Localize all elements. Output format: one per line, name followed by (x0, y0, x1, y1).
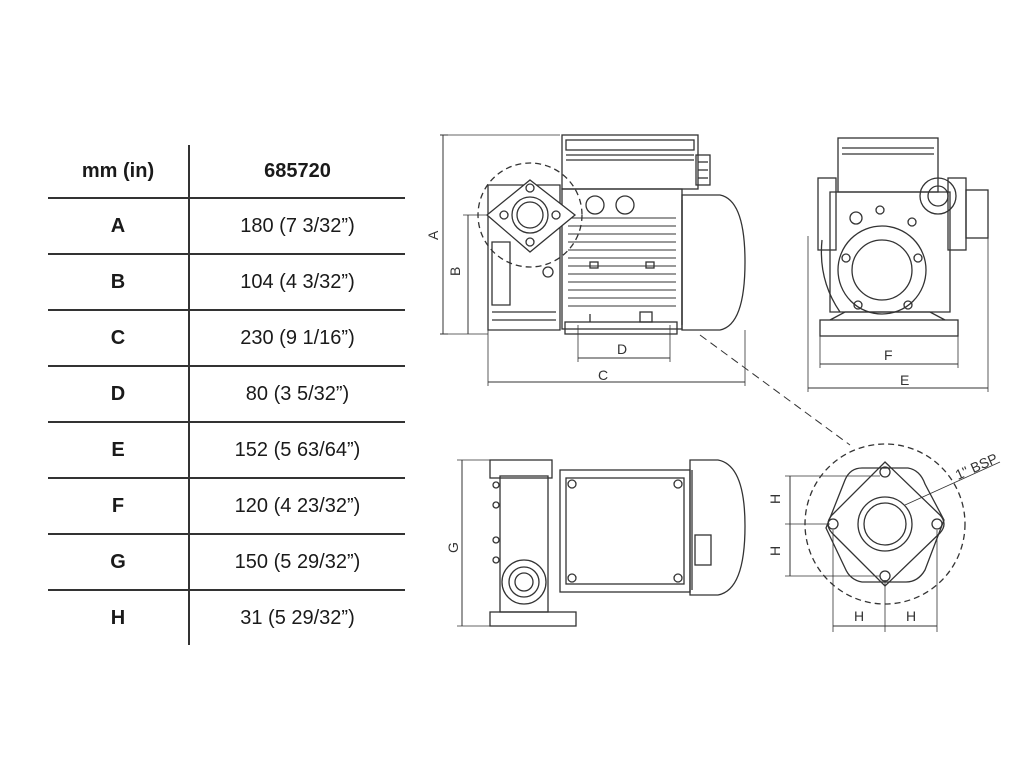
row-value: 230 (9 1/16”) (240, 326, 355, 349)
table-row: D 80 (3 5/32”) (48, 366, 405, 422)
dim-label-h-upper: H (767, 494, 783, 504)
front-view (807, 137, 989, 392)
table-row: C 230 (9 1/16”) (48, 310, 405, 366)
dim-label-h-lower: H (767, 546, 783, 556)
row-label: A (48, 198, 190, 254)
row-value: 80 (3 5/32”) (245, 382, 350, 405)
thread-label: 1" BSP (953, 450, 1000, 483)
table-row: B 104 (4 3/32”) (48, 254, 405, 310)
row-value: 104 (4 3/32”) (240, 270, 355, 293)
row-value: 120 (4 23/32”) (234, 494, 361, 517)
dimensions-table: mm (in) 685720 A 180 (7 3/32”) B 104 (4 … (48, 145, 405, 645)
dim-label-b: B (447, 267, 463, 276)
row-label: C (48, 310, 190, 366)
dim-label-d: D (617, 341, 627, 357)
row-value: 180 (7 3/32”) (240, 214, 355, 237)
row-label: H (48, 590, 190, 645)
top-view (457, 459, 746, 627)
row-label: F (48, 478, 190, 534)
row-label: G (48, 534, 190, 590)
side-view (440, 134, 746, 386)
table-header-row: mm (in) 685720 (48, 145, 405, 198)
header-unit: mm (in) (48, 145, 190, 198)
table-row: A 180 (7 3/32”) (48, 198, 405, 254)
table-row: H 31 (5 29/32”) (48, 590, 405, 645)
dim-label-f: F (884, 347, 893, 363)
dim-label-e: E (900, 372, 909, 388)
row-label: E (48, 422, 190, 478)
dim-label-g: G (445, 542, 461, 553)
row-label: D (48, 366, 190, 422)
dim-label-c: C (598, 367, 608, 383)
row-value: 31 (5 29/32”) (240, 606, 355, 629)
row-label: B (48, 254, 190, 310)
projection-line (699, 334, 851, 446)
row-value: 150 (5 29/32”) (234, 550, 361, 573)
dim-label-a: A (425, 230, 441, 240)
row-value: 152 (5 63/64”) (234, 438, 361, 461)
table-row: G 150 (5 29/32”) (48, 534, 405, 590)
flange-detail (785, 443, 1001, 632)
dim-label-h-left: H (854, 608, 864, 624)
table-row: E 152 (5 63/64”) (48, 422, 405, 478)
header-model: 685720 (264, 159, 331, 182)
table-row: F 120 (4 23/32”) (48, 478, 405, 534)
dim-label-h-right: H (906, 608, 916, 624)
